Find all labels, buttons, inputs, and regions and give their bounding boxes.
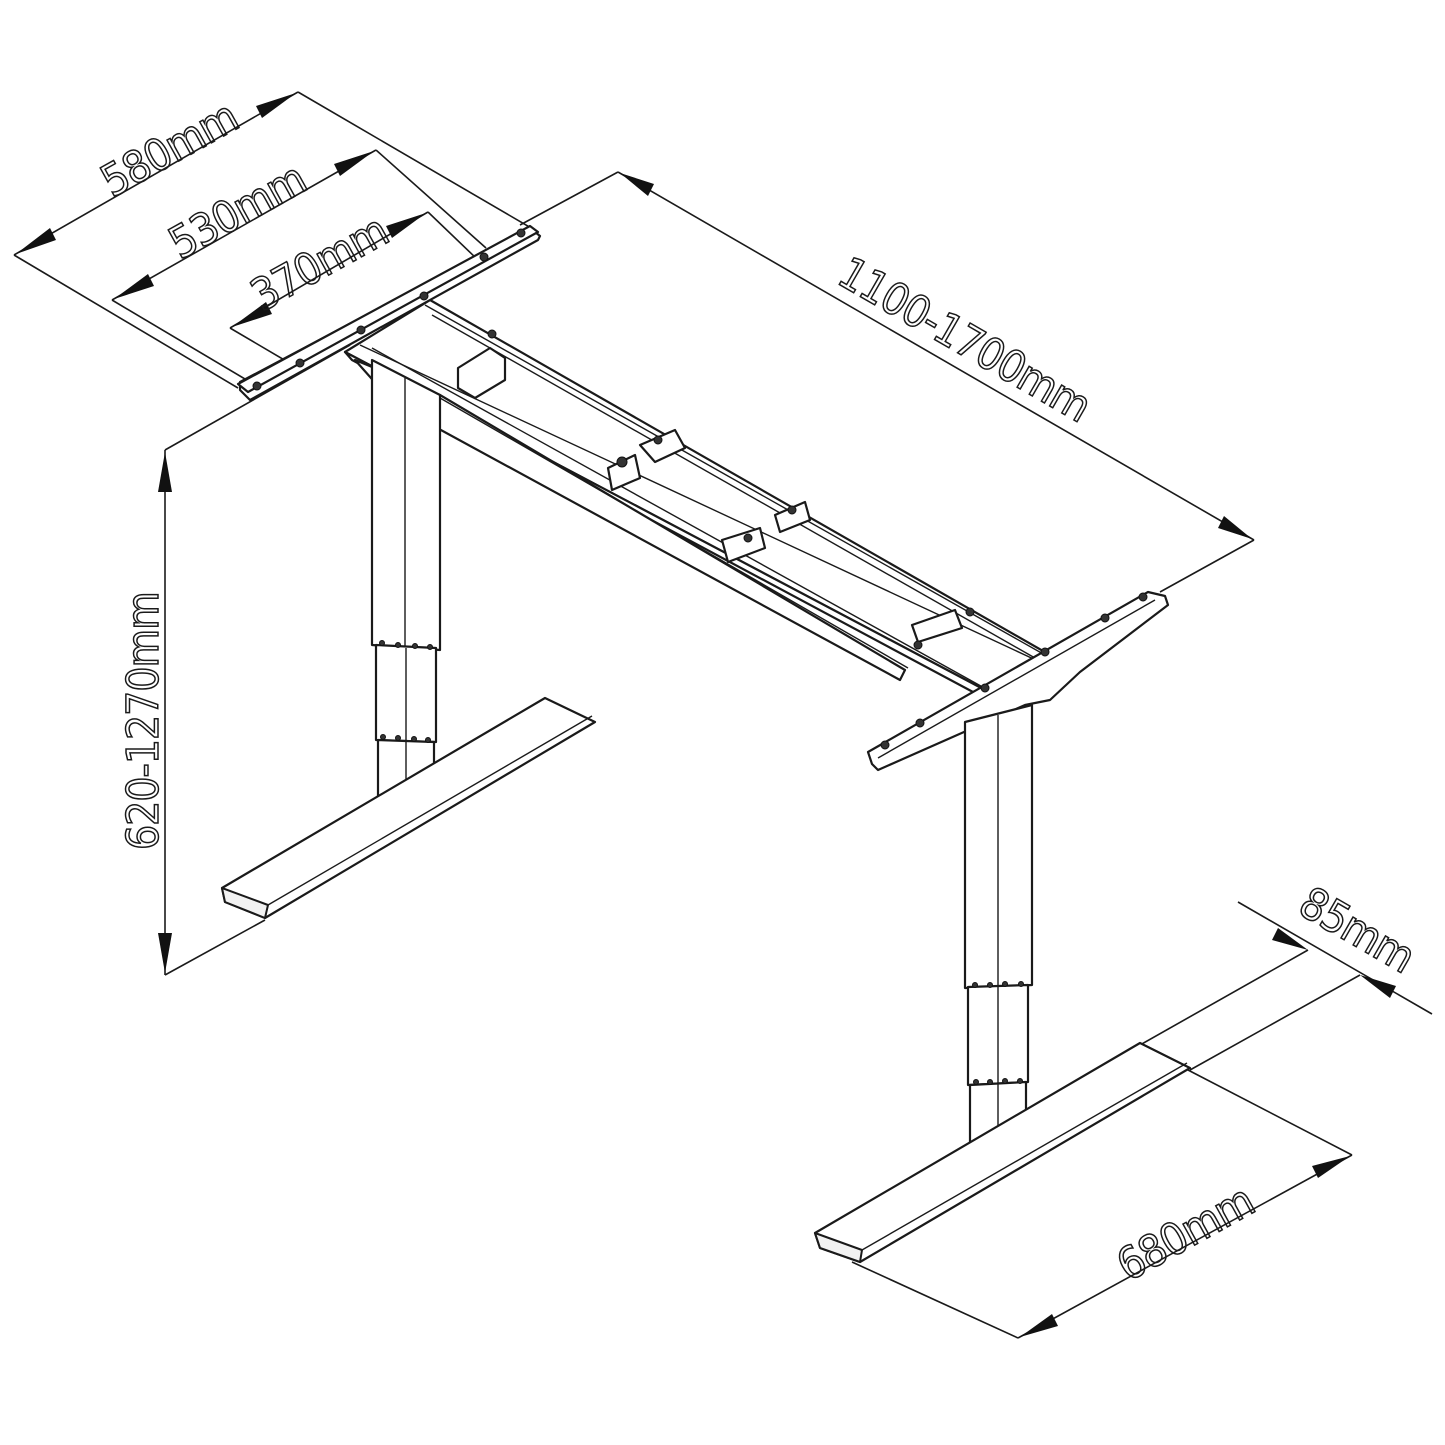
label-frame-length: 1100-1700mm (830, 247, 1100, 432)
right-foot (813, 1041, 1192, 1264)
label-height-range: 620-1270mm (118, 592, 169, 850)
right-leg (963, 703, 1034, 1164)
dimension-lines (13, 91, 1433, 1339)
left-leg (370, 358, 442, 817)
right-mounting-plate (866, 590, 1170, 772)
dimension-labels: 580mm 530mm 370mm 1100-1700mm 620-1270mm… (92, 91, 1424, 1293)
desk-frame (220, 224, 1192, 1264)
left-foot (220, 696, 597, 920)
label-foot-length: 680mm (1109, 1175, 1263, 1291)
label-foot-width: 85mm (1291, 877, 1423, 983)
left-mounting-plate (236, 224, 542, 402)
